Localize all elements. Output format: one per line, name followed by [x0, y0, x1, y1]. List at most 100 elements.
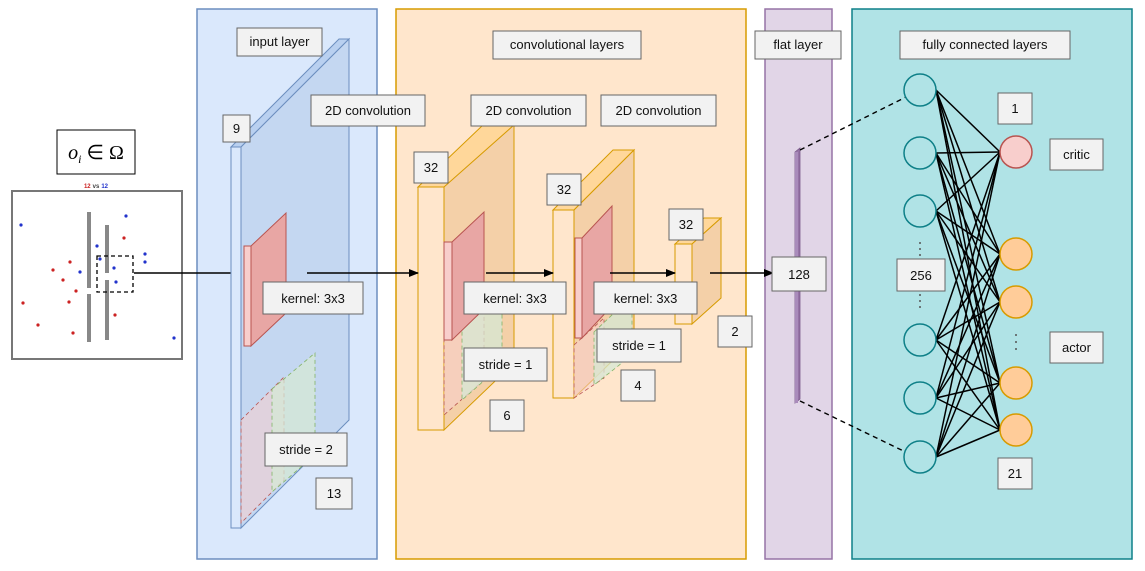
critic-count-label: 1 — [997, 92, 1033, 125]
fc-edge — [935, 151, 1001, 341]
fc-edge — [935, 301, 1001, 458]
hidden-size-label: 256 — [896, 258, 946, 292]
fc-edge — [935, 151, 1001, 458]
fc-edge — [935, 253, 1001, 341]
wall — [87, 212, 91, 288]
conv1-channels-label: 32 — [413, 151, 449, 184]
observation-formula: oi ∈ Ω — [68, 142, 124, 166]
fc-edge — [935, 151, 1001, 212]
svg-text:256: 256 — [910, 268, 932, 283]
svg-text:stride = 1: stride = 1 — [612, 338, 666, 353]
svg-text:actor: actor — [1062, 340, 1092, 355]
svg-text:kernel: 3x3: kernel: 3x3 — [483, 291, 547, 306]
svg-text:kernel: 3x3: kernel: 3x3 — [281, 291, 345, 306]
observation-formula-box — [56, 129, 136, 175]
fc-edge — [935, 89, 1001, 255]
actor-count-label: 21 — [997, 457, 1033, 490]
actor-ellipsis — [1015, 334, 1017, 350]
fc-edge — [935, 151, 1001, 154]
actor-nodes — [999, 237, 1033, 447]
svg-text:1: 1 — [1011, 101, 1018, 116]
fc-edge — [935, 253, 1001, 399]
op-label-conv2: 2D convolution — [470, 94, 587, 127]
fc-edge — [935, 429, 1001, 458]
svg-text:input layer: input layer — [250, 34, 311, 49]
fc-edge — [935, 151, 1001, 399]
fc-connections — [935, 89, 1001, 458]
fc-edge — [935, 301, 1001, 341]
svg-text:9: 9 — [233, 121, 240, 136]
svg-text:2D convolution: 2D convolution — [486, 103, 572, 118]
conv2-kernel-label: kernel: 3x3 — [593, 281, 698, 315]
conv2-size-label: 4 — [620, 369, 656, 402]
conv2-channels-label: 32 — [546, 173, 582, 206]
game-map — [11, 190, 183, 360]
section-title-input: input layer — [236, 27, 323, 57]
op-label-conv1: 2D convolution — [310, 94, 426, 127]
svg-text:32: 32 — [679, 217, 693, 232]
wall — [105, 280, 109, 340]
svg-text:4: 4 — [634, 378, 641, 393]
svg-text:stride = 1: stride = 1 — [479, 357, 533, 372]
hidden-node — [903, 73, 937, 107]
fc-edge — [935, 89, 1001, 153]
fc-edge — [935, 89, 1001, 431]
fc-edge — [935, 253, 1001, 458]
conv1-stride-label: stride = 1 — [463, 347, 548, 382]
section-title-conv: convolutional layers — [492, 30, 642, 60]
svg-text:6: 6 — [503, 408, 510, 423]
actor-node — [999, 237, 1033, 271]
svg-text:2D convolution: 2D convolution — [616, 103, 702, 118]
conv1-kernel-label: kernel: 3x3 — [463, 281, 567, 315]
fc-edge — [935, 89, 1001, 303]
hidden-node — [903, 136, 937, 170]
actor-label: actor — [1049, 331, 1104, 364]
hidden-node — [903, 381, 937, 415]
svg-text:critic: critic — [1063, 147, 1090, 162]
svg-text:2: 2 — [731, 324, 738, 339]
hidden-node — [903, 440, 937, 474]
op-label-conv3: 2D convolution — [600, 94, 717, 127]
section-title-fc: fully connected layers — [899, 30, 1071, 60]
svg-text:32: 32 — [557, 182, 571, 197]
fc-edge — [935, 152, 1001, 384]
hidden-node — [903, 323, 937, 357]
actor-node — [999, 285, 1033, 319]
wall — [87, 294, 91, 342]
conv2-stride-label: stride = 1 — [596, 328, 682, 363]
input-channels-label: 9 — [222, 114, 251, 143]
svg-text:fully connected layers: fully connected layers — [922, 37, 1048, 52]
hidden-ellipsis — [919, 242, 921, 308]
input-size-label: 13 — [315, 477, 353, 510]
svg-text:21: 21 — [1008, 466, 1022, 481]
units — [19, 214, 176, 340]
actor-node — [999, 366, 1033, 400]
section-title-flat: flat layer — [754, 30, 842, 60]
input-kernel-label: kernel: 3x3 — [262, 281, 364, 315]
actor-node — [999, 413, 1033, 447]
flat-size-label: 128 — [771, 256, 827, 292]
fc-edge — [935, 152, 1001, 431]
fc-edge — [935, 382, 1001, 458]
svg-text:kernel: 3x3: kernel: 3x3 — [614, 291, 678, 306]
wall — [105, 225, 109, 273]
svg-text:stride = 2: stride = 2 — [279, 442, 333, 457]
svg-text:convolutional layers: convolutional layers — [510, 37, 625, 52]
critic-node — [999, 135, 1033, 169]
fc-edge — [935, 89, 1001, 384]
svg-text:2D convolution: 2D convolution — [325, 103, 411, 118]
fc-edge — [935, 301, 1001, 399]
fc-edge — [935, 152, 1001, 255]
svg-text:32: 32 — [424, 160, 438, 175]
svg-text:128: 128 — [788, 267, 810, 282]
flat-to-fc-bottom-dash — [799, 400, 919, 459]
critic-label: critic — [1049, 138, 1104, 171]
conv1-size-label: 6 — [489, 399, 525, 432]
svg-text:flat layer: flat layer — [773, 37, 823, 52]
input-stride-label: stride = 2 — [264, 432, 348, 467]
hidden-nodes — [903, 73, 937, 474]
fc-edge — [935, 339, 1001, 384]
